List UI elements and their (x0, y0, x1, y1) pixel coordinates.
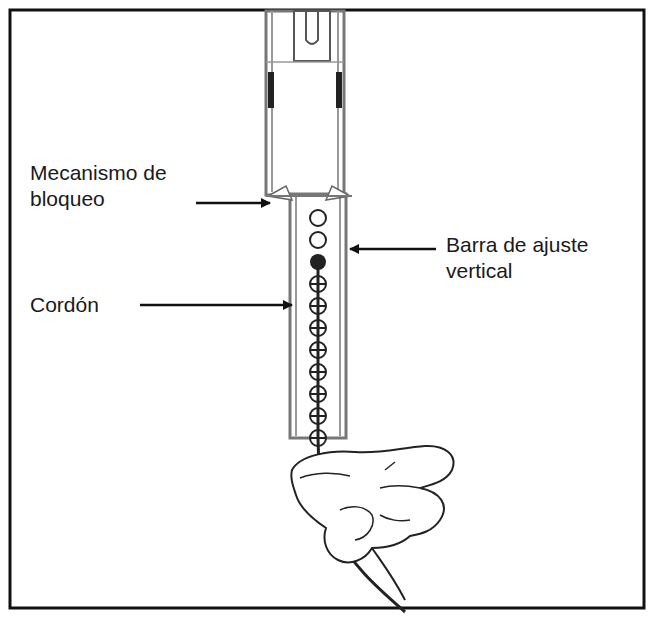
part-label: Cordón (30, 292, 140, 318)
part-label: Mecanismo de bloqueo (30, 160, 192, 212)
part-label: Barra de ajuste vertical (446, 232, 596, 284)
